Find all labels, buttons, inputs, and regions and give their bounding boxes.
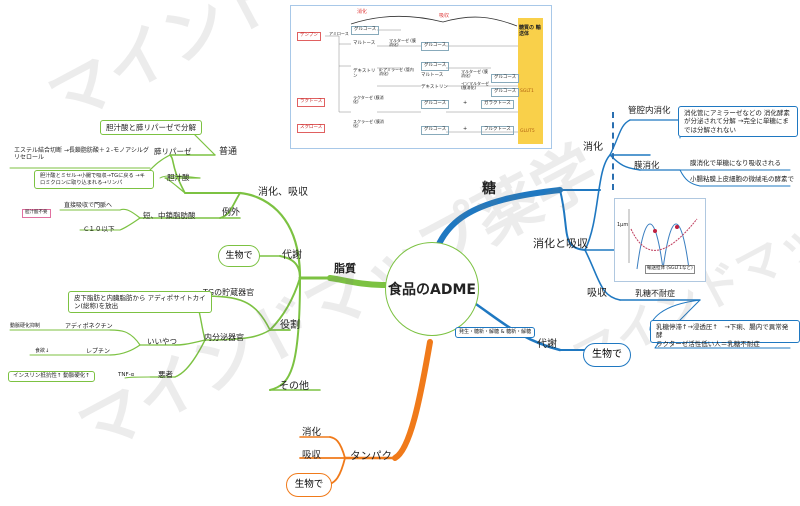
- bile-unneeded-tag: 胆汁酸不要: [22, 209, 51, 218]
- maltose-node-1: マルトース: [353, 41, 376, 46]
- lactose-intolerance[interactable]: 乳糖不耐症: [635, 289, 675, 298]
- graph-ylabel: 1μm: [617, 222, 629, 228]
- tg-storage[interactable]: TGの貯蔵器官: [203, 288, 255, 297]
- diagram-absorption-header: 吸収: [439, 13, 450, 19]
- maltose-node-2: マルトース: [421, 73, 444, 78]
- sugar-metabolism[interactable]: 代謝: [537, 339, 557, 350]
- sugar-label[interactable]: 糖: [482, 181, 496, 197]
- maltase-label-1: マルターゼ (膜消化): [389, 38, 416, 48]
- protein-biology-pill[interactable]: 生物で: [286, 473, 332, 497]
- starch-node: デンプン: [297, 32, 321, 41]
- bile-lipase-box: 胆汁酸と膵リパーゼで分解: [100, 120, 202, 136]
- diagram-digestion-header: 消化: [357, 9, 368, 15]
- protein-digestion[interactable]: 消化: [302, 427, 322, 438]
- glucose-node-4: グルコース: [491, 74, 520, 83]
- maltase-label-2: マルターゼ (膜消化): [461, 69, 488, 79]
- sglt1-label: SGLT1: [520, 89, 534, 94]
- fat-exception[interactable]: 例外: [222, 208, 241, 218]
- sugar-digestion-diagram: 消化 吸収 糖質の 輸送体 SGLT1 GLUT5 デンプン アミロース グルコ…: [290, 5, 552, 149]
- sugar-digestion-absorption[interactable]: 消化と吸収: [533, 237, 588, 250]
- protein-label[interactable]: タンパク: [350, 450, 392, 462]
- adipocytokine-box: 皮下脂肪と内臓脂肪から アディポサイトカイン(総称)を放出: [68, 291, 212, 314]
- membrane-note-2: 小腸粘膜上皮細胞の微絨毛の酵素で: [690, 175, 794, 183]
- fat-normal[interactable]: 普通: [219, 147, 238, 157]
- glucose-node-2: グルコース: [421, 42, 450, 51]
- plus-sign-1: +: [463, 100, 468, 106]
- lumen-digestion[interactable]: 管腔内消化: [628, 106, 671, 116]
- endocrine-organ[interactable]: 内分泌器官: [204, 333, 244, 342]
- glucose-node-1: グルコース: [351, 26, 380, 35]
- short-medium-fatty-acid[interactable]: 短、中鎖脂肪酸: [143, 211, 196, 220]
- sugar-metabolism-tag: 発生・糖新・解糖 & 糖新・解糖: [455, 327, 536, 338]
- glucose-node-7: グルコース: [421, 126, 450, 135]
- microvilli-graph-drawing: [628, 209, 698, 270]
- c10-note: C１０以下: [84, 225, 115, 233]
- microvilli-graph: 1μm 輸送担体 (SGLT1など): [614, 198, 706, 282]
- glucose-node-5: グルコース: [491, 88, 520, 97]
- amylose-node: アミロース: [329, 31, 349, 36]
- sugar-biology-pill[interactable]: 生物で: [583, 343, 631, 367]
- glucose-node-6: グルコース: [421, 100, 450, 109]
- protein-absorption[interactable]: 吸収: [302, 450, 322, 461]
- graph-legend: 輸送担体 (SGLT1など): [645, 265, 695, 274]
- adiponectin: アディポネクチン: [65, 323, 113, 330]
- pancreatic-lipase[interactable]: 膵リパーゼ: [154, 147, 192, 156]
- good-cytokine[interactable]: いいやつ: [147, 337, 177, 346]
- fructose-node: フルクトース: [481, 126, 514, 135]
- transporter-title: 糖質の 輸送体: [519, 25, 541, 37]
- glut5-label: GLUT5: [520, 129, 535, 134]
- bile-acid[interactable]: 胆汁酸: [167, 173, 190, 182]
- lactose-note-box: 乳糖停滞↑→浸透圧↑ →下痢、腸内で異常発酵: [650, 320, 800, 343]
- fat-role[interactable]: 役割: [280, 320, 300, 331]
- transporter-column: [518, 18, 543, 144]
- plus-sign-2: +: [463, 126, 468, 132]
- fat-other[interactable]: その他: [279, 381, 309, 392]
- galactose-node: ガラクトース: [481, 100, 514, 109]
- membrane-digestion[interactable]: 膜消化: [634, 161, 660, 171]
- sucrase-label: スクラーゼ (膜消化): [353, 119, 384, 129]
- fat-digestion-absorption[interactable]: 消化、吸収: [258, 187, 308, 198]
- appetite-down: 食欲↓: [35, 348, 50, 354]
- lactose-node: ラクトース: [297, 98, 326, 107]
- bad-cytokine[interactable]: 悪者: [158, 370, 173, 379]
- isomaltase-label: イソマルターゼ (膜消化): [461, 81, 489, 91]
- diagram-arrows: [325, 15, 521, 133]
- lactose-note-2: ラクターゼ活性低い人＝乳糖不耐症: [656, 340, 760, 348]
- arteriosclerosis-suppress: 動脈硬化抑制: [10, 323, 41, 329]
- center-node[interactable]: 食品のADME: [385, 242, 479, 336]
- dextrin-node-1: デキストリン: [353, 69, 376, 79]
- dextrin-node-2: デキストリン: [421, 85, 448, 90]
- sugar-absorption[interactable]: 吸収: [587, 288, 607, 299]
- sucrose-node: スクロース: [297, 124, 326, 133]
- insulin-resistance-box: インスリン抵抗性↑ 動脈硬化↑: [8, 371, 95, 382]
- fat-biology-pill[interactable]: 生物で: [218, 245, 260, 267]
- membrane-note-1: 膜消化で単糖になり吸収される: [690, 159, 781, 167]
- lumen-note-box: 消化管にアミラーゼなどの 消化酵素が分泌されて分解 →完全に単糖にまでは分解され…: [678, 106, 798, 138]
- portal-note: 直接吸収で門脈へ: [64, 202, 113, 209]
- dashed-guide: [612, 112, 614, 190]
- ester-note: エステル結合切断 →長鎖脂肪酸＋２-モノアシルグリセロール: [14, 147, 149, 161]
- lactase-label: ラクターゼ (膜消化): [353, 95, 384, 105]
- micelle-note-box: 胆汁酸とミセル→小腸で吸収→TGに戻る →キロミクロンに取り込まれる→リンパ: [34, 170, 154, 189]
- alpha-amylase-label: α-アミラーゼ (管内消化): [379, 67, 414, 77]
- fat-label[interactable]: 脂質: [334, 262, 356, 275]
- tnf-alpha: TNF-α: [118, 372, 135, 378]
- fat-metabolism[interactable]: 代謝: [282, 250, 302, 261]
- fat-main-branch: [327, 275, 388, 288]
- leptin: レプチン: [86, 348, 111, 355]
- center-label: 食品のADME: [388, 282, 476, 298]
- glucose-node-3: グルコース: [421, 62, 450, 71]
- sugar-digestion[interactable]: 消化: [583, 142, 603, 153]
- protein-main-branch: [392, 339, 433, 461]
